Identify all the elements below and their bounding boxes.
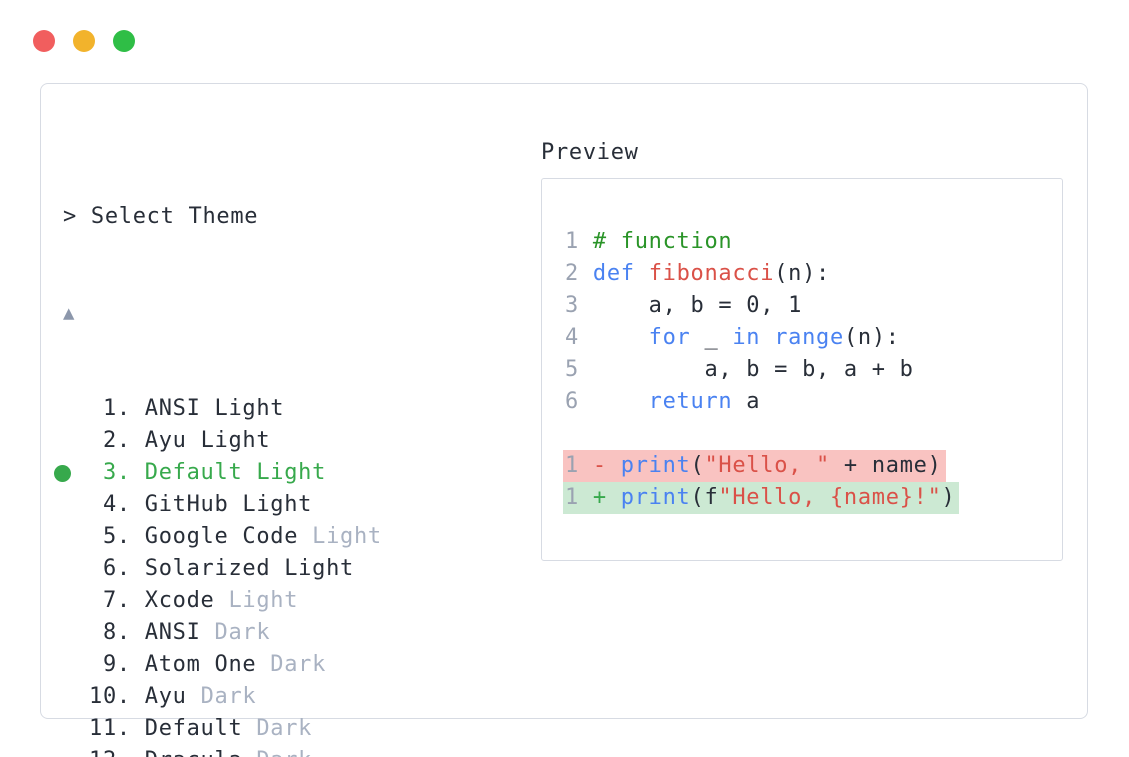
line-number: 1 <box>565 485 593 510</box>
marker-column <box>53 585 89 617</box>
marker-column <box>53 425 89 457</box>
theme-list: 1. ANSI Light 2. Ayu Light 3. Default Li… <box>53 393 973 757</box>
marker-column <box>53 681 89 713</box>
marker-column <box>53 745 89 757</box>
code-line: 2 def fibonacci(n): <box>565 261 830 286</box>
code-area: 1 # function 2 def fibonacci(n): 3 a, b = … <box>542 179 1062 514</box>
line-number: 4 <box>565 325 593 350</box>
window-controls <box>33 30 135 52</box>
theme-item-default-dark[interactable]: 11. Default Dark <box>53 713 973 745</box>
marker-column <box>53 617 89 649</box>
theme-item-solarized-light[interactable]: 6. Solarized Light <box>53 553 973 585</box>
marker-column <box>53 393 89 425</box>
marker-column <box>53 521 89 553</box>
prompt-text: > Select Theme <box>63 204 259 229</box>
theme-variant-label: Light <box>256 460 327 485</box>
theme-item-ayu-light[interactable]: 2. Ayu Light <box>53 425 973 457</box>
theme-item-label: 5. Google Code <box>89 524 313 549</box>
theme-item-label: 3. Default <box>89 460 257 485</box>
theme-item-label: 2. Ayu <box>89 428 201 453</box>
marker-column <box>53 457 89 489</box>
theme-variant-label: Light <box>312 524 382 549</box>
theme-selector-dialog: > Select Theme ▲ 1. ANSI Light 2. Ayu Li… <box>40 83 1088 757</box>
theme-variant-label: Light <box>200 428 271 453</box>
code-line: 3 a, b = 0, 1 <box>565 293 803 318</box>
theme-item-xcode-light[interactable]: 7. Xcode Light <box>53 585 973 617</box>
theme-item-label: 7. Xcode <box>89 588 229 613</box>
selected-indicator-icon <box>54 464 71 482</box>
close-button[interactable] <box>33 30 55 52</box>
scroll-up-icon[interactable]: ▲ <box>63 302 76 324</box>
line-number: 6 <box>565 389 593 414</box>
theme-variant-label: Dark <box>214 620 271 645</box>
code-line <box>565 418 1062 450</box>
code-line: 6 return a <box>565 389 761 414</box>
marker-column <box>53 553 89 585</box>
theme-item-ansi-dark[interactable]: 8. ANSI Dark <box>53 617 973 649</box>
theme-item-label: 4. GitHub <box>89 492 243 517</box>
code-line-diff-add: 1 + print(f"Hello, {name}!") <box>563 482 1062 514</box>
line-number: 5 <box>565 357 593 382</box>
line-number: 1 <box>565 453 593 478</box>
theme-variant-label: Dark <box>256 748 312 757</box>
theme-item-label: 11. Default <box>89 716 257 741</box>
theme-item-label: 12. Dracula <box>89 748 256 757</box>
line-number: 3 <box>565 293 593 318</box>
marker-column <box>53 649 89 681</box>
theme-item-label: 9. Atom One <box>89 652 271 677</box>
code-line: 4 for _ in range(n): <box>565 325 900 350</box>
code-line-diff-del: 1 - print("Hello, " + name) <box>563 450 1062 482</box>
theme-item-ayu-dark[interactable]: 10. Ayu Dark <box>53 681 973 713</box>
theme-item-google-code-light[interactable]: 5. Google Code Light <box>53 521 973 553</box>
theme-variant-label: Dark <box>200 684 257 709</box>
theme-item-github-light[interactable]: 4. GitHub Light <box>53 489 973 521</box>
marker-column <box>53 489 89 521</box>
theme-item-default-light[interactable]: 3. Default Light <box>53 457 973 489</box>
theme-variant-label: Light <box>284 556 354 581</box>
theme-variant-label: Light <box>228 588 299 613</box>
marker-column <box>53 713 89 745</box>
code-preview: 1 # function 2 def fibonacci(n): 3 a, b = … <box>541 178 1063 561</box>
theme-item-atom-one-dark[interactable]: 9. Atom One Dark <box>53 649 973 681</box>
code-line: 5 a, b = b, a + b <box>565 357 914 382</box>
theme-variant-label: Dark <box>270 652 327 677</box>
theme-item-ansi-light[interactable]: 1. ANSI Light <box>53 393 973 425</box>
theme-variant-label: Light <box>214 396 285 421</box>
line-number: 2 <box>565 261 593 286</box>
theme-variant-label: Light <box>242 492 313 517</box>
preview-title: Preview <box>541 140 639 165</box>
theme-item-label: 6. Solarized <box>89 556 285 581</box>
theme-selector: > Select Theme ▲ 1. ANSI Light 2. Ayu Li… <box>53 137 973 757</box>
maximize-button[interactable] <box>113 30 135 52</box>
theme-variant-label: Dark <box>256 716 313 741</box>
line-number: 1 <box>565 229 593 254</box>
minimize-button[interactable] <box>73 30 95 52</box>
theme-item-dracula-dark[interactable]: 12. Dracula Dark <box>53 745 973 757</box>
code-line: 1 # function <box>565 229 733 254</box>
theme-item-label: 10. Ayu <box>89 684 201 709</box>
theme-item-label: 8. ANSI <box>89 620 215 645</box>
theme-item-label: 1. ANSI <box>89 396 215 421</box>
